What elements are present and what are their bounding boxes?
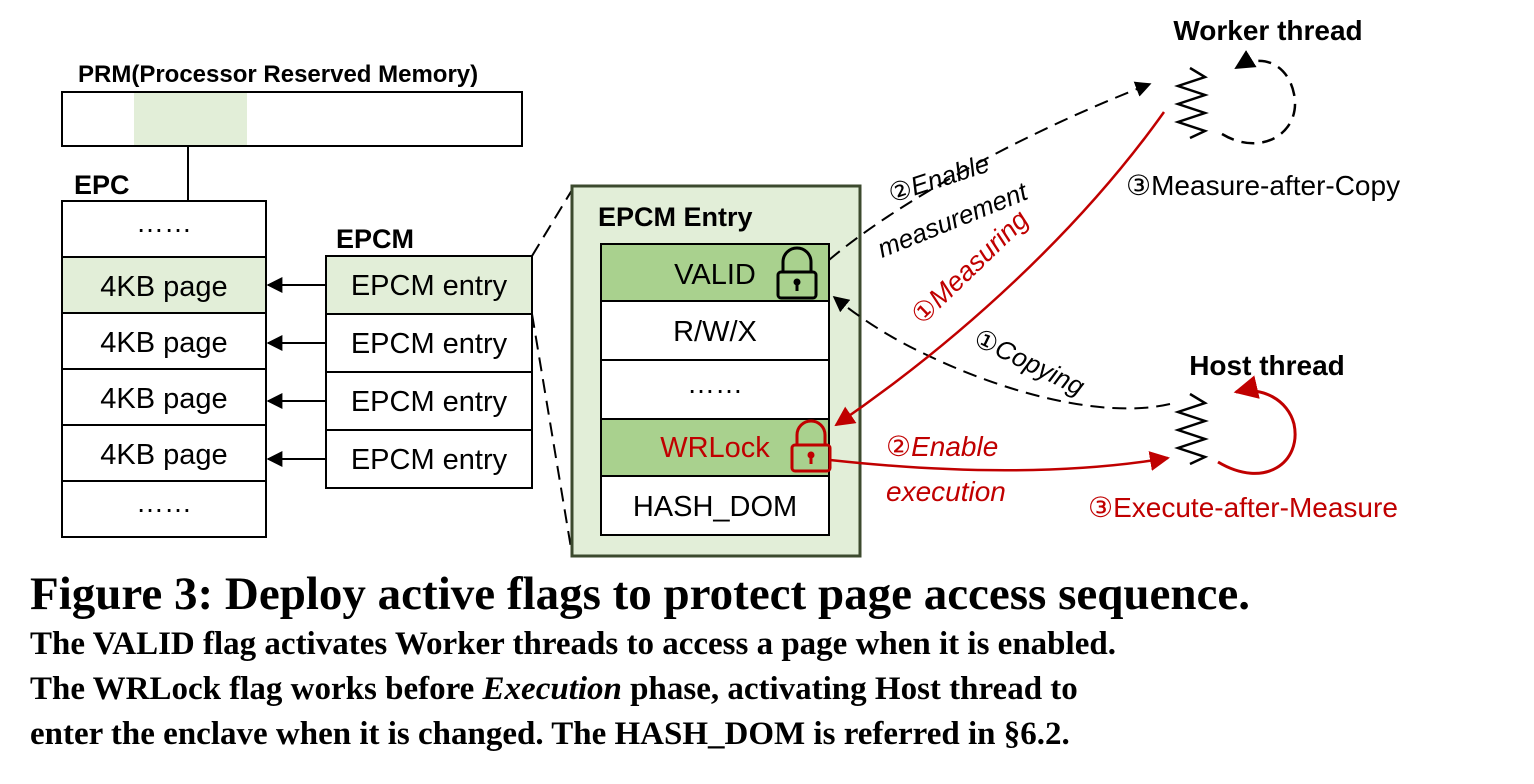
epcm-row-text: EPCM entry bbox=[351, 444, 508, 476]
epc-row bbox=[61, 256, 267, 314]
epc-table: …… 4KB page 4KB page 4KB page 4KB page …… bbox=[61, 200, 267, 538]
prm-label: PRM(Processor Reserved Memory) bbox=[78, 61, 478, 88]
epcm-row bbox=[325, 429, 533, 489]
enable-execution-label-1: ②Enable bbox=[886, 431, 998, 462]
epc-label: EPC bbox=[74, 170, 130, 200]
worker-loop-arrow bbox=[1221, 50, 1297, 145]
caption-title: Figure 3: Deploy active flags to protect… bbox=[30, 568, 1251, 620]
worker-thread-label: Worker thread bbox=[1173, 15, 1362, 46]
prm-highlight bbox=[134, 93, 247, 145]
epcm-entry-fields: VALID R/W/X …… WRLock HASH_DOM bbox=[600, 243, 830, 536]
lock-icon bbox=[790, 419, 832, 473]
zoom-line-bottom bbox=[531, 313, 573, 555]
field-hash-dom bbox=[600, 475, 830, 536]
lock-icon bbox=[776, 246, 818, 300]
enable-measurement-arrow bbox=[828, 81, 1152, 261]
epc-row bbox=[61, 424, 267, 482]
copying-label: ①Copying bbox=[969, 322, 1089, 401]
field-text-hash-dom: HASH_DOM bbox=[633, 491, 797, 523]
caption-line-3: enter the enclave when it is changed. Th… bbox=[30, 716, 1070, 752]
epcm-row bbox=[325, 313, 533, 373]
enable-execution-arrow bbox=[829, 451, 1170, 472]
zoom-line-top bbox=[531, 189, 573, 257]
worker-thread-icon bbox=[1174, 66, 1209, 140]
field-ellipsis bbox=[600, 359, 830, 420]
field-valid bbox=[600, 243, 830, 302]
epc-row bbox=[61, 480, 267, 538]
field-text-wrlock: WRLock bbox=[660, 432, 770, 464]
host-thread-icon bbox=[1174, 392, 1209, 466]
host-thread-label: Host thread bbox=[1189, 350, 1345, 381]
epc-row-text: 4KB page bbox=[100, 327, 227, 359]
epcm-row-text: EPCM entry bbox=[351, 386, 508, 418]
field-rwx bbox=[600, 300, 830, 361]
epcm-row-text: EPCM entry bbox=[351, 270, 508, 302]
measuring-arrow bbox=[834, 111, 1166, 427]
field-text-rwx: R/W/X bbox=[673, 316, 757, 348]
copying-arrow bbox=[832, 295, 1171, 410]
epc-row-text: 4KB page bbox=[100, 439, 227, 471]
epcm-label: EPCM bbox=[336, 224, 414, 254]
caption-line-1: The VALID flag activates Worker threads … bbox=[30, 626, 1116, 662]
enable-execution-label-2: execution bbox=[886, 476, 1006, 507]
caption-line-2-pre: The WRLock flag works before bbox=[30, 671, 483, 707]
epc-row-text: …… bbox=[136, 487, 192, 518]
caption-line-2-emphasis: Execution bbox=[482, 671, 622, 707]
epc-row-text: 4KB page bbox=[100, 271, 227, 303]
prm-bar bbox=[61, 91, 523, 147]
epcm-table: EPCM entry EPCM entry EPCM entry EPCM en… bbox=[325, 255, 533, 489]
caption-line-2-post: phase, activating Host thread to bbox=[621, 671, 1078, 707]
execute-after-measure-label: ③Execute-after-Measure bbox=[1088, 492, 1398, 523]
field-text-valid: VALID bbox=[674, 259, 756, 291]
epcm-entry-label: EPCM Entry bbox=[598, 202, 753, 232]
epc-row-text: 4KB page bbox=[100, 383, 227, 415]
measure-after-copy-label: ③Measure-after-Copy bbox=[1126, 170, 1400, 201]
diagram-canvas: PRM(Processor Reserved Memory) EPC …… 4K… bbox=[61, 15, 1400, 558]
field-text-ellipsis: …… bbox=[687, 368, 743, 399]
epcm-row-text: EPCM entry bbox=[351, 328, 508, 360]
caption-line-2: The WRLock flag works before Execution p… bbox=[30, 667, 1520, 712]
figure-caption: Figure 3: Deploy active flags to protect… bbox=[30, 566, 1520, 757]
epc-row-text: …… bbox=[136, 207, 192, 238]
host-loop-arrow bbox=[1217, 375, 1297, 475]
